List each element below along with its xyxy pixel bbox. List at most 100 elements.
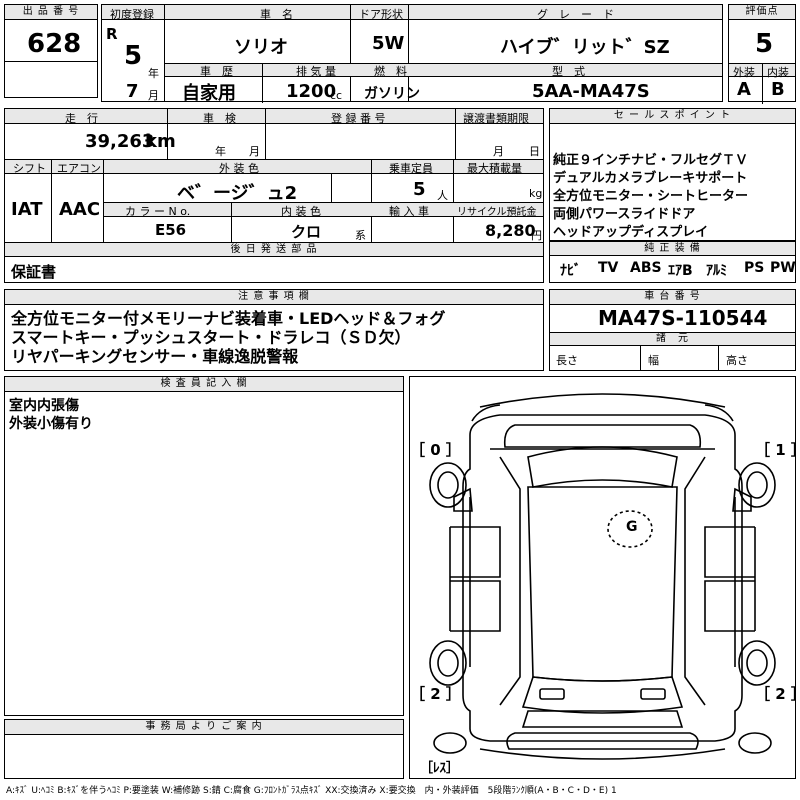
office-box: 事 務 局 よ り ご 案 内 — [4, 719, 404, 779]
sales-point-3: 全方位モニター・シートヒーター — [553, 189, 749, 204]
interior-unit: 系 — [355, 229, 366, 242]
reg-year-unit: 年 — [148, 67, 159, 80]
score: 5 — [755, 29, 774, 59]
first-reg-label: 初度登録 — [110, 8, 154, 21]
load-unit: kg — [529, 187, 543, 200]
capacity-label: 乗車定員 — [389, 162, 433, 175]
inspector-box: 検 査 員 記 入 欄 室内内張傷 外装小傷有り — [4, 376, 404, 716]
shift: IAT — [11, 199, 43, 220]
lot-number-box: 出 品 番 号 628 — [4, 4, 98, 98]
interior-color: クロ — [291, 223, 322, 241]
mileage: 39,263 — [85, 131, 155, 152]
tire-front-right: ［ 1 ］ — [755, 441, 800, 459]
later-parts: 保証書 — [11, 263, 57, 281]
car-diagram — [429, 393, 776, 760]
sales-point-5: ヘッドアップディスプレイ — [553, 225, 709, 240]
spare-tire-label: ［ﾚｽ］ — [420, 761, 460, 776]
int-grade: B — [771, 79, 785, 100]
notes-box: 注 意 事 項 欄 全方位モニター付メモリーナビ装着車・LEDヘッド＆フォグ ス… — [4, 289, 544, 371]
displacement: 1200 — [286, 81, 337, 102]
damage-mark-g: G — [626, 519, 638, 535]
note-line-1: 全方位モニター付メモリーナビ装着車・LEDヘッド＆フォグ — [11, 309, 446, 328]
tire-rear-right: ［ 2 ］ — [755, 685, 800, 703]
ext-grade: A — [737, 79, 751, 100]
transfer-label: 譲渡書類期限 — [463, 112, 529, 125]
later-parts-label: 後 日 発 送 部 品 — [5, 243, 543, 257]
inspector-line-2: 外装小傷有り — [9, 416, 93, 432]
details-block: 走 行 車 検 登 録 番 号 譲渡書類期限 39,263 km 年 月 月 日… — [4, 108, 544, 283]
equipment-alloy: ｱﾙﾐ — [706, 263, 727, 279]
exterior-color: ベ゛ージ゛ュ2 — [177, 183, 298, 204]
chassis-box: 車 台 番 号 MA47S-110544 諸 元 長さ 幅 高さ — [549, 289, 796, 371]
interior-label: 内 装 色 — [281, 205, 321, 218]
equipment-navi: ﾅﾋﾞ — [560, 263, 581, 279]
chassis-label: 車 台 番 号 — [550, 290, 795, 305]
color-no-label: カ ラ ー N o. — [125, 205, 191, 218]
ac: AAC — [59, 199, 101, 220]
recycle: 8,280 — [485, 221, 536, 240]
legend-text: A:ｷｽﾞ U:ﾍｺﾐ B:ｷｽﾞを伴うﾍｺﾐ P:要塗装 W:補修跡 S:錆 … — [6, 786, 617, 796]
transfer-month-unit: 月 — [493, 145, 504, 158]
color-label: 外 装 色 — [219, 162, 259, 175]
grade: ハイブ゛リット゛SZ — [500, 37, 670, 58]
header-block: 初度登録 車 名 ドア形状 グ レ ー ド R 5 年 ソリオ 5W ハイブ゛リ… — [101, 4, 723, 104]
inspection-year-unit: 年 — [215, 145, 226, 158]
import-label: 輸 入 車 — [389, 205, 429, 218]
chassis-number: MA47S-110544 — [598, 306, 768, 330]
capacity-unit: 人 — [437, 189, 448, 202]
car-name-label: 車 名 — [260, 8, 293, 21]
note-line-2: スマートキー・プッシュスタート・ドラレコ（ＳＤ欠） — [11, 328, 411, 347]
int-label: 内装 — [767, 66, 789, 79]
mileage-unit: km — [145, 131, 176, 152]
inspection-label: 車 検 — [203, 112, 236, 125]
tire-front-left: ［ 0 ］ — [410, 441, 461, 459]
car-diagram-box: G ［ 0 ］ ［ 1 ］ ［ 2 ］ ［ 2 ］ ［ﾚｽ］ — [409, 376, 800, 779]
mileage-label: 走 行 — [65, 112, 98, 125]
reg-year: 5 — [124, 41, 143, 71]
model: 5AA-MA47S — [532, 81, 650, 102]
score-box: 評価点 5 外装 内装 A B — [728, 4, 796, 104]
inspection-month-unit: 月 — [249, 145, 260, 158]
reg-no-label: 登 録 番 号 — [331, 112, 386, 125]
displacement-label: 排 気 量 — [296, 65, 336, 78]
tire-rear-left: ［ 2 ］ — [410, 685, 461, 703]
door-type: 5W — [372, 33, 405, 54]
note-line-3: リヤパーキングセンサー・車線逸脱警報 — [11, 347, 299, 366]
reg-month: 7 — [126, 81, 139, 102]
door-label: ドア形状 — [359, 8, 403, 21]
equipment-tv: TV — [598, 260, 619, 276]
era-letter: R — [106, 25, 118, 43]
sales-points-box: セ ー ル ス ポ イ ン ト 純正９インチナビ・フルセグＴＶ デュアルカメラブ… — [549, 108, 796, 241]
load-label: 最大積載量 — [467, 162, 522, 175]
recycle-unit: 円 — [531, 229, 542, 242]
equipment-box: 純 正 装 備 ﾅﾋﾞ TV ABS ｴｱB ｱﾙﾐ PS PW — [549, 241, 796, 283]
displacement-unit: cc — [330, 89, 343, 102]
model-label: 型 式 — [552, 65, 585, 78]
reg-month-unit: 月 — [148, 89, 159, 102]
score-label: 評価点 — [729, 5, 795, 20]
sales-point-2: デュアルカメラブレーキサポート — [553, 171, 748, 186]
sales-points-label: セ ー ル ス ポ イ ン ト — [550, 109, 795, 124]
grade-label: グ レ ー ド — [537, 8, 614, 21]
ac-label: エアコン — [57, 162, 101, 175]
lot-number-label: 出 品 番 号 — [5, 5, 97, 20]
office-label: 事 務 局 よ り ご 案 内 — [5, 720, 403, 735]
equipment-airbag: ｴｱB — [668, 263, 693, 279]
equipment-ps: PS — [744, 260, 765, 276]
car-name: ソリオ — [234, 37, 288, 58]
inspector-line-1: 室内内張傷 — [9, 398, 79, 414]
dims-label: 諸 元 — [550, 333, 795, 346]
ext-label: 外装 — [733, 66, 755, 79]
inspector-label: 検 査 員 記 入 欄 — [5, 377, 403, 392]
recycle-label: リサイクル預託金 — [457, 207, 537, 218]
transfer-day-unit: 日 — [529, 145, 540, 158]
sales-point-4: 両側パワースライドドア — [553, 207, 696, 222]
width-label: 幅 — [648, 354, 659, 367]
length-label: 長さ — [556, 354, 578, 367]
notes-label: 注 意 事 項 欄 — [5, 290, 543, 305]
history-label: 車 歴 — [200, 65, 233, 78]
shift-label: シフト — [13, 162, 46, 175]
equipment-label: 純 正 装 備 — [550, 242, 795, 256]
equipment-abs: ABS — [630, 260, 662, 276]
color-no: E56 — [155, 221, 187, 239]
